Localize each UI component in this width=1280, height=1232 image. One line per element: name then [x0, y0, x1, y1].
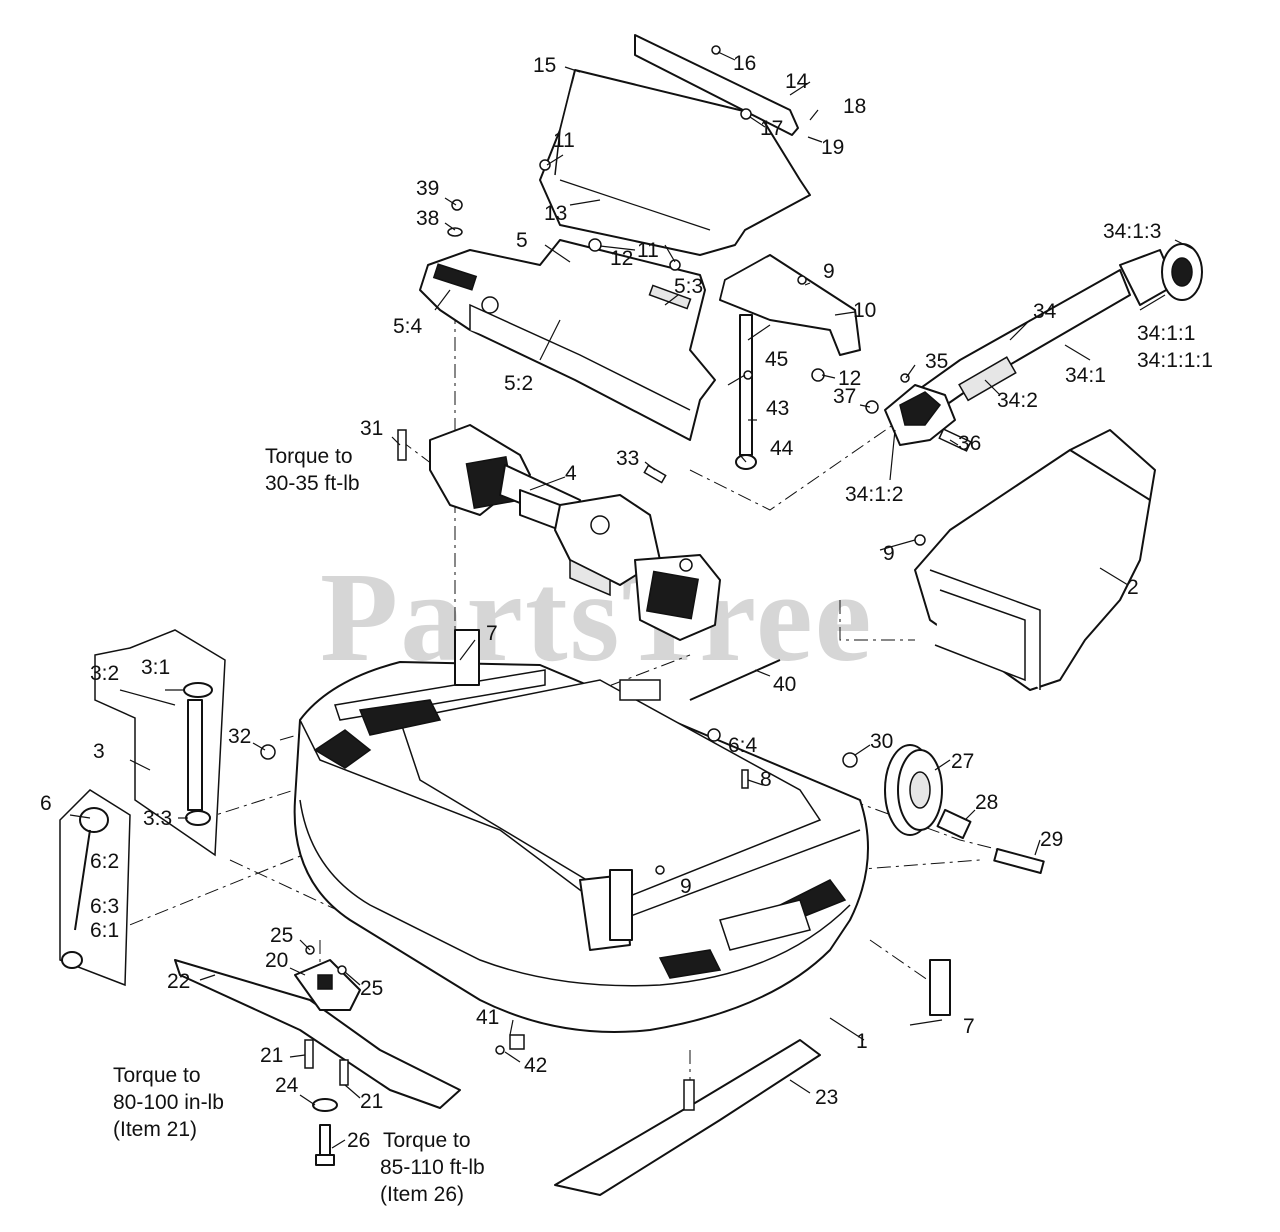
gauge-wheel	[884, 744, 943, 836]
callout-33: 33	[616, 447, 639, 470]
callout-5-2: 5:2	[504, 372, 533, 395]
callout-36: 36	[958, 432, 981, 455]
callout-28: 28	[975, 791, 998, 814]
callout-34-1-1: 34:1:1	[1137, 322, 1195, 345]
torque-notes: Torque to 30-35 ft-lb Torque to 80-100 i…	[113, 445, 485, 1206]
callout-32: 32	[228, 725, 251, 748]
callout-8: 8	[760, 768, 772, 791]
lift-pin-assembly	[94, 629, 226, 857]
torque-note-item21-line3: (Item 21)	[113, 1118, 197, 1141]
callout-21b: 21	[360, 1090, 383, 1113]
gearbox-assembly	[429, 424, 721, 641]
torque-note-item26-line2: 85-110 ft-lb	[380, 1156, 485, 1179]
callout-12b: 12	[838, 367, 861, 390]
callout-22: 22	[167, 970, 190, 993]
callout-3: 3	[93, 740, 105, 763]
callout-24: 24	[275, 1074, 299, 1097]
callout-34-1: 34:1	[1065, 364, 1106, 387]
callout-38: 38	[416, 207, 439, 230]
callout-20: 20	[265, 949, 288, 972]
callout-43: 43	[766, 397, 789, 420]
callout-26: 26	[347, 1129, 370, 1152]
leader-lines	[69, 51, 1196, 1149]
callout-31: 31	[360, 417, 383, 440]
callout-5-4: 5:4	[393, 315, 423, 338]
callout-6-1: 6:1	[90, 919, 119, 942]
callout-6-3: 6:3	[90, 895, 119, 918]
torque-note-item21-line2: 80-100 in-lb	[113, 1091, 224, 1114]
callout-27: 27	[951, 750, 974, 773]
blades	[174, 959, 821, 1196]
callout-15: 15	[533, 54, 556, 77]
callout-37: 37	[833, 385, 856, 408]
deck-cover	[419, 239, 716, 441]
callout-41: 41	[476, 1006, 499, 1029]
callout-30: 30	[870, 730, 893, 753]
callout-10: 10	[853, 299, 876, 322]
wheel-axle	[936, 808, 1045, 875]
callout-13: 13	[544, 202, 567, 225]
bracket-bar	[634, 34, 799, 136]
callout-18: 18	[843, 95, 866, 118]
callout-9c: 9	[680, 875, 692, 898]
callout-1: 1	[856, 1030, 868, 1053]
callout-11a: 11	[553, 129, 575, 152]
callout-9b: 9	[883, 542, 895, 565]
belt-shield	[719, 254, 861, 356]
torque-note-item26-line1: Torque to	[383, 1129, 471, 1152]
callout-42: 42	[524, 1054, 547, 1077]
callout-19: 19	[821, 136, 844, 159]
link-rod	[59, 789, 131, 987]
callout-3-1: 3:1	[141, 656, 170, 679]
callout-34-1-3: 34:1:3	[1103, 220, 1161, 243]
callout-34-1-2: 34:1:2	[845, 483, 903, 506]
callout-16: 16	[733, 52, 756, 75]
callout-44: 44	[770, 437, 794, 460]
callout-39: 39	[416, 177, 439, 200]
drive-shaft-assembly	[884, 243, 1203, 446]
callout-3-3: 3:3	[143, 807, 172, 830]
callout-29: 29	[1040, 828, 1063, 851]
callout-34-1-1-1: 34:1:1:1	[1137, 349, 1213, 372]
callout-11b: 11	[637, 239, 659, 262]
callout-7b: 7	[963, 1015, 975, 1038]
callout-9a: 9	[823, 260, 835, 283]
blade-adapter	[294, 959, 361, 1011]
callout-45: 45	[765, 348, 788, 371]
discharge-chute	[914, 429, 1156, 691]
spring-pins	[454, 629, 951, 1016]
torque-note-item26-line3: (Item 26)	[380, 1183, 464, 1206]
callout-labels: 1 2 3 3:1 3:2 3:3 4 5 5:2 5:3 5:4 6 6:1 …	[40, 52, 1213, 1152]
callout-6-4: 6:4	[728, 734, 758, 757]
mower-deck	[293, 661, 869, 1033]
callout-21a: 21	[260, 1044, 283, 1067]
callout-34-2: 34:2	[997, 389, 1038, 412]
callout-40: 40	[773, 673, 796, 696]
callout-6-2: 6:2	[90, 850, 119, 873]
callout-25a: 25	[270, 924, 293, 947]
callout-4: 4	[565, 462, 577, 485]
callout-14: 14	[785, 70, 809, 93]
torque-note-gearbox-line1: Torque to	[265, 445, 353, 468]
callout-2: 2	[1127, 576, 1139, 599]
callout-12a: 12	[610, 247, 633, 270]
torque-note-item21-line1: Torque to	[113, 1064, 201, 1087]
callout-6: 6	[40, 792, 52, 815]
torque-note-gearbox-line2: 30-35 ft-lb	[265, 472, 360, 495]
spindle-bolt	[312, 1098, 338, 1166]
stud	[735, 314, 757, 470]
callout-34: 34	[1033, 300, 1057, 323]
hardware	[260, 159, 972, 1111]
callout-35: 35	[925, 350, 948, 373]
callout-23: 23	[815, 1086, 838, 1109]
spring	[689, 659, 781, 701]
callout-5-3: 5:3	[674, 275, 703, 298]
callout-3-2: 3:2	[90, 662, 119, 685]
callout-5: 5	[516, 229, 528, 252]
callout-17: 17	[760, 117, 783, 140]
callout-25b: 25	[360, 977, 383, 1000]
foot-plate	[539, 69, 811, 256]
callout-7a: 7	[486, 622, 498, 645]
